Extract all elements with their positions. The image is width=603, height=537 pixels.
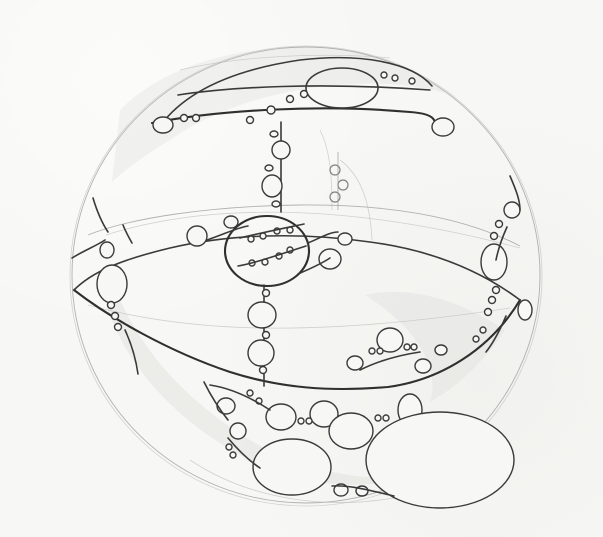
vertical-chain-top [262, 122, 348, 212]
vertical-chain-bottom [248, 285, 276, 386]
center-cluster [187, 216, 352, 286]
